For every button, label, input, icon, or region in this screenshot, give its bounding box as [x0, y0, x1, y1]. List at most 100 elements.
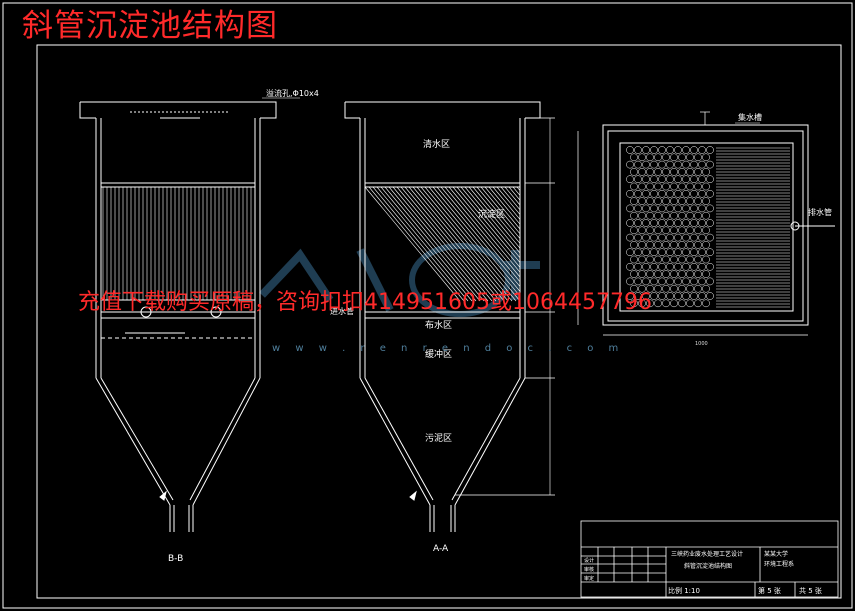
- honeycomb-cell: [650, 146, 658, 154]
- honeycomb-cell: [702, 168, 710, 176]
- inner-frame: [36, 44, 842, 599]
- honeycomb-cell: [642, 292, 650, 300]
- hatch-line: [512, 186, 521, 196]
- honeycomb-cell: [690, 277, 698, 286]
- hatch-line: [516, 186, 521, 191]
- hatch-line: [384, 186, 481, 302]
- honeycomb-cell: [666, 292, 674, 300]
- honeycomb-cell: [694, 153, 702, 162]
- honeycomb-cell: [686, 270, 694, 278]
- label-sludge-zone: 污泥区: [425, 432, 452, 444]
- honeycomb-cell: [686, 241, 694, 249]
- honeycomb-cell: [670, 284, 678, 293]
- honeycomb-cell: [634, 277, 642, 286]
- honeycomb-cell: [694, 284, 702, 293]
- honeycomb-cell: [654, 299, 662, 308]
- honeycomb-cell: [678, 182, 686, 191]
- hatch-line: [368, 186, 465, 302]
- honeycomb-cell: [646, 226, 654, 235]
- tb-row-1: 设计: [584, 557, 594, 564]
- honeycomb-cell: [646, 153, 654, 162]
- honeycomb-cell: [634, 160, 642, 169]
- label-settling-zone: 沉淀区: [478, 208, 505, 220]
- honeycomb-cell: [694, 255, 702, 264]
- honeycomb-cell: [658, 277, 666, 286]
- honeycomb-cell: [678, 284, 686, 293]
- honeycomb-cell: [682, 146, 690, 154]
- honeycomb-cell: [682, 219, 690, 227]
- honeycomb-cell: [694, 241, 702, 249]
- hatch-line: [464, 186, 521, 254]
- collection-lines: [716, 147, 790, 308]
- honeycomb-cell: [666, 160, 674, 169]
- honeycomb-cell: [658, 160, 666, 169]
- hatch-line: [420, 186, 517, 302]
- honeycomb-cell: [634, 248, 642, 257]
- hatch-line: [496, 186, 521, 215]
- honeycomb-cell: [634, 204, 642, 213]
- honeycomb-cell: [642, 262, 650, 271]
- honeycomb-cell: [654, 182, 662, 191]
- honeycomb-cell: [678, 168, 686, 176]
- honeycomb-cell: [694, 182, 702, 191]
- honeycomb-cell: [646, 255, 654, 264]
- honeycomb-cell: [650, 277, 658, 286]
- honeycomb-cell: [682, 204, 690, 213]
- honeycomb-cell: [698, 219, 706, 227]
- hatch-line: [440, 186, 521, 282]
- honeycomb-cell: [642, 248, 650, 257]
- honeycomb-cell: [650, 233, 658, 242]
- honeycomb-cell: [690, 189, 698, 198]
- honeycomb-cell: [658, 262, 666, 271]
- honeycomb-tubes: [626, 146, 714, 308]
- honeycomb-cell: [662, 270, 670, 278]
- honeycomb-cell: [670, 182, 678, 191]
- honeycomb-cell: [662, 168, 670, 176]
- hatch-line: [472, 186, 521, 244]
- honeycomb-cell: [638, 182, 646, 191]
- tb-scale: 比例 1:10: [668, 586, 700, 595]
- hatch-line: [436, 186, 521, 287]
- honeycomb-cell: [646, 182, 654, 191]
- tb-project: 三峡药业废水处理工艺设计: [671, 550, 743, 558]
- honeycomb-cell: [682, 262, 690, 271]
- honeycomb-cell: [678, 153, 686, 162]
- honeycomb-cell: [670, 211, 678, 220]
- honeycomb-cell: [682, 175, 690, 184]
- honeycomb-cell: [642, 189, 650, 198]
- honeycomb-cell: [642, 233, 650, 242]
- honeycomb-cell: [626, 146, 634, 154]
- hatch-line: [484, 186, 521, 230]
- title-block: [580, 520, 839, 598]
- honeycomb-cell: [706, 262, 714, 271]
- honeycomb-cell: [682, 189, 690, 198]
- label-dim-mark: 1000: [695, 341, 708, 347]
- honeycomb-cell: [630, 241, 638, 249]
- honeycomb-cell: [626, 233, 634, 242]
- honeycomb-cell: [674, 292, 682, 300]
- honeycomb-cell: [706, 219, 714, 227]
- honeycomb-cell: [630, 270, 638, 278]
- hatch-line: [448, 186, 521, 273]
- honeycomb-cell: [638, 197, 646, 205]
- honeycomb-cell: [626, 160, 634, 169]
- honeycomb-cell: [626, 189, 634, 198]
- honeycomb-cell: [698, 248, 706, 257]
- honeycomb-cell: [626, 175, 634, 184]
- honeycomb-cell: [634, 175, 642, 184]
- honeycomb-cell: [646, 168, 654, 176]
- honeycomb-cell: [658, 189, 666, 198]
- honeycomb-cell: [670, 153, 678, 162]
- hatch-line: [476, 186, 521, 239]
- label-outlet-pipe: 排水管: [808, 207, 832, 217]
- honeycomb-cell: [626, 219, 634, 227]
- honeycomb-cell: [650, 175, 658, 184]
- honeycomb-cell: [670, 255, 678, 264]
- honeycomb-cell: [706, 204, 714, 213]
- honeycomb-cell: [646, 284, 654, 293]
- tb-dept: 环境工程系: [764, 560, 794, 568]
- honeycomb-cell: [642, 146, 650, 154]
- label-overflow-hole: 溢流孔,Φ10x4: [266, 88, 319, 98]
- hatch-line: [372, 186, 469, 302]
- honeycomb-cell: [630, 284, 638, 293]
